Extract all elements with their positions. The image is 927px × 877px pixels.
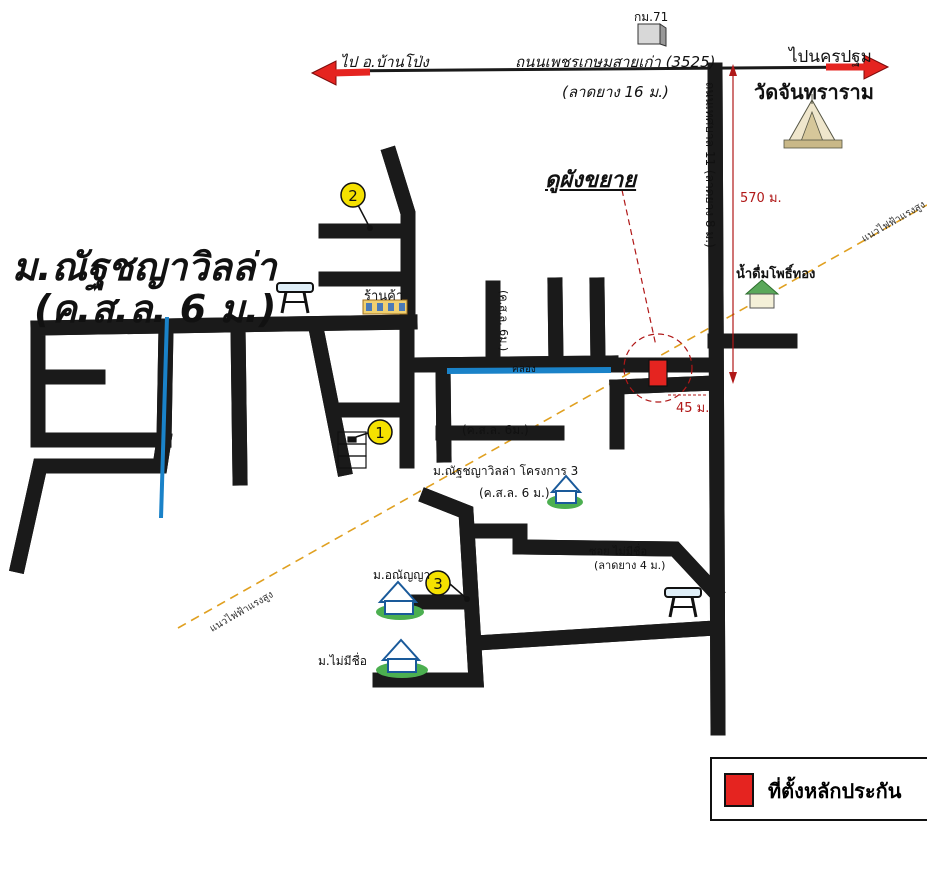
village-anchanya-label: ม.อณัญญา bbox=[373, 568, 431, 582]
house-icon bbox=[547, 474, 583, 509]
powerline-label-2: แนวไฟฟ้าแรงสูง bbox=[860, 198, 927, 244]
zoom-pointer bbox=[621, 189, 657, 347]
project3-name: ม.ณัฐชญาวิลล่า โครงการ 3 bbox=[433, 464, 579, 478]
temple-label: วัดจันทราราม bbox=[754, 80, 874, 104]
marker-2: 2 bbox=[340, 182, 366, 208]
soi-vertical-label: (ค.ส.ล. 6ม.) bbox=[497, 290, 510, 351]
svg-text:3: 3 bbox=[433, 575, 443, 593]
bus-stop-icon bbox=[664, 587, 702, 618]
canal bbox=[446, 367, 612, 374]
soi-label: (ค.ส.ล. 6ม.) bbox=[462, 423, 529, 437]
bus-stop-icon bbox=[276, 282, 314, 314]
canal-left bbox=[159, 316, 169, 519]
highway-name: ถนนเพชรเกษมสายเก่า (3525) bbox=[515, 53, 716, 71]
highway-surface: (ลาดยาง 16 ม.) bbox=[562, 83, 669, 101]
road-network bbox=[9, 62, 798, 736]
powerline-label-1: แนวไฟฟ้าแรงสูง bbox=[208, 588, 276, 634]
powerline bbox=[177, 204, 927, 629]
zoom-circle bbox=[623, 333, 693, 403]
shop-label: ร้านค้า bbox=[364, 289, 404, 304]
distance-45-label: 45 ม. bbox=[676, 401, 710, 416]
km-marker-label: กม.71 bbox=[634, 10, 669, 24]
legend-label: ที่ตั้งหลักประกัน bbox=[768, 779, 902, 803]
land-plots bbox=[337, 431, 367, 469]
milestone-icon bbox=[637, 23, 667, 47]
dimension-570 bbox=[729, 64, 737, 384]
temple-icon bbox=[783, 94, 843, 149]
marker-3: 3 bbox=[425, 570, 451, 596]
zoom-label: ดูผังขยาย bbox=[545, 168, 637, 193]
house-icon bbox=[376, 638, 428, 678]
distance-570-label: 570 ม. bbox=[740, 191, 782, 206]
house-icon bbox=[376, 580, 424, 620]
side-road-label: ถนนเทศบาล 11 (ลาดยาง 8 ม.) bbox=[703, 82, 717, 248]
project3-surface: (ค.ส.ล. 6 ม.) bbox=[479, 486, 550, 500]
highway-3525 bbox=[310, 54, 890, 86]
unnamed-soi-name: ซอย ไม่มีชื่อ bbox=[589, 545, 648, 558]
water-shop-icon bbox=[744, 279, 780, 309]
unnamed-soi-surface: (ลาดยาง 4 ม.) bbox=[594, 559, 666, 572]
village-unnamed-label: ม.ไม่มีชื่อ bbox=[318, 654, 367, 668]
map-title-line2: (ค.ส.ล. 6 ม.) bbox=[34, 287, 277, 331]
shop-icon bbox=[362, 299, 408, 315]
svg-text:2: 2 bbox=[348, 187, 358, 205]
map-title-line1: ม.ณัฐชญาวิลล่า bbox=[12, 245, 277, 289]
legend: ที่ตั้งหลักประกัน bbox=[710, 757, 927, 821]
property-marker bbox=[648, 359, 668, 387]
water-shop-label: น้ำดื่มโพธิ์ทอง bbox=[736, 267, 816, 282]
canal-label: คลอง bbox=[512, 364, 536, 375]
dest-right: ไปนครปฐม bbox=[789, 47, 872, 67]
svg-text:1: 1 bbox=[375, 424, 385, 442]
marker-1: 1 bbox=[367, 419, 393, 445]
dest-left: ไป อ.บ้านโป่ง bbox=[340, 53, 429, 71]
legend-swatch bbox=[724, 773, 754, 807]
